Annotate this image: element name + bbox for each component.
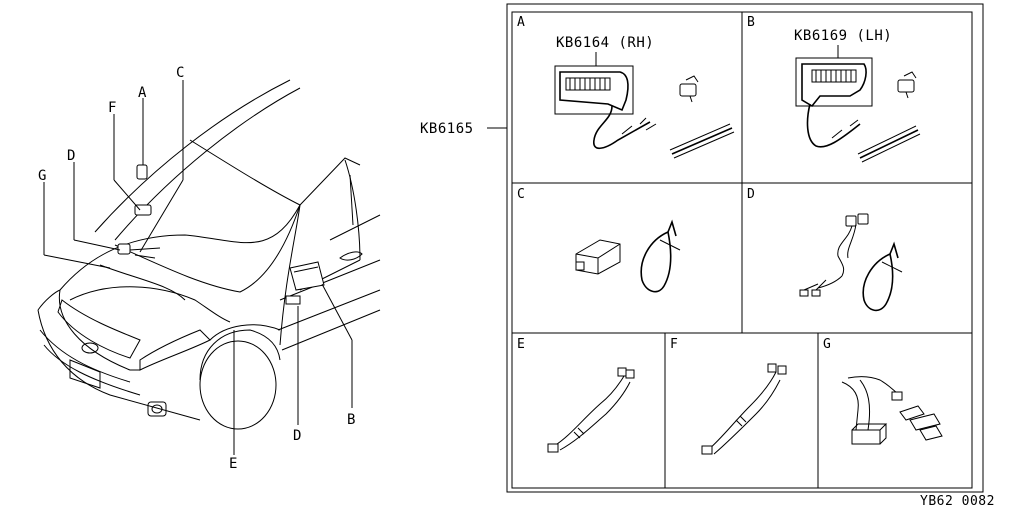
panel-e-letter: E [517,337,525,352]
callout-f: F [108,100,116,116]
callout-d-lower: D [293,428,301,444]
panel-c-relay-and-tie [575,219,681,293]
callout-d-upper: D [67,148,75,164]
panel-b-mirror-part [795,57,921,163]
panel-c-letter: C [517,187,525,202]
callout-g: G [38,168,46,184]
panel-d-letter: D [747,187,755,202]
panel-b-part-number: KB6169 (LH) [794,28,892,44]
callout-leaders [43,80,353,455]
panel-d-harness-and-tie [799,213,903,312]
callout-e: E [229,456,237,472]
panel-a-mirror-part [554,65,735,159]
panel-a-part-number: KB6164 (RH) [556,35,654,51]
panel-g-junction-harness [841,376,943,445]
panel-a-letter: A [517,15,525,30]
panel-f-letter: F [670,337,678,352]
panel-b-letter: B [747,15,755,30]
panel-f-harness [701,363,787,455]
kit-part-number: KB6165 [420,121,474,137]
panel-g-letter: G [823,337,831,352]
callout-a: A [138,85,147,101]
parts-grid [506,3,984,493]
panel-e-harness [547,367,635,453]
callout-c: C [176,65,184,81]
car-illustration [37,79,381,430]
diagram-code: YB62 0082 [920,494,995,509]
callout-b: B [347,412,355,428]
